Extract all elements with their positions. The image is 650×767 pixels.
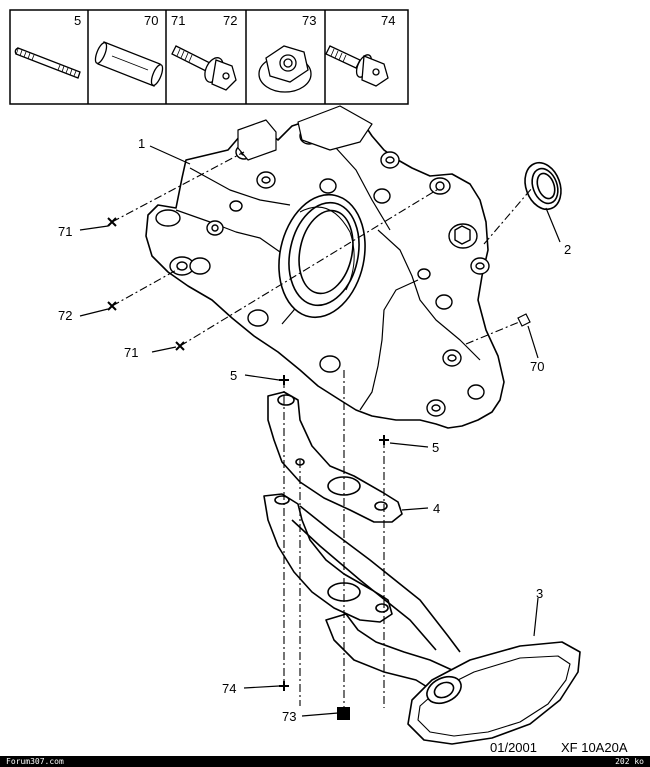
callout-71-lower: 71: [124, 345, 138, 360]
bolt-washer-icon: [325, 45, 389, 87]
oil-seal-part: [524, 161, 562, 211]
callout-3: 3: [536, 586, 543, 601]
callout-71-upper: 71: [58, 224, 72, 239]
flange-bolt-icon: [171, 45, 237, 91]
callout-4: 4: [433, 501, 440, 516]
marker-73: [337, 707, 350, 720]
watermark-site: Forum307.com: [6, 757, 64, 766]
legend-label-70: 70: [144, 13, 158, 28]
flange-nut-icon: [258, 45, 312, 93]
parts-legend: [9, 9, 409, 105]
footer-code: XF 10A20A: [561, 740, 628, 755]
watermark-size: 202 ko: [615, 757, 644, 766]
callout-74: 74: [222, 681, 236, 696]
callout-2: 2: [564, 242, 571, 257]
footer-date: 01/2001: [490, 740, 537, 755]
marker-70: [517, 313, 531, 327]
legend-label-5: 5: [74, 13, 81, 28]
marker-5b: [379, 435, 389, 445]
callout-73: 73: [282, 709, 296, 724]
callout-1: 1: [138, 136, 145, 151]
marker-5a: [279, 375, 289, 385]
watermark-bar: [0, 756, 650, 767]
legend-label-73: 73: [302, 13, 316, 28]
assembly-axes: [111, 151, 533, 708]
oil-pump-body: [145, 105, 505, 429]
legend-label-72: 72: [223, 13, 237, 28]
callout-70: 70: [530, 359, 544, 374]
marker-71a: [107, 217, 117, 227]
dowel-sleeve-icon: [94, 41, 164, 87]
oil-strainer-pickup: [263, 493, 581, 745]
callout-5-upper: 5: [230, 368, 237, 383]
marker-72: [107, 301, 117, 311]
legend-frame: [9, 9, 409, 105]
marker-71b: [175, 341, 185, 351]
legend-label-71: 71: [171, 13, 185, 28]
callout-5-lower: 5: [432, 440, 439, 455]
legend-label-74: 74: [381, 13, 395, 28]
fastener-markers: [107, 217, 531, 720]
stud-icon: [14, 47, 81, 79]
leader-lines: [79, 145, 561, 717]
marker-74: [279, 681, 289, 691]
callout-72: 72: [58, 308, 72, 323]
